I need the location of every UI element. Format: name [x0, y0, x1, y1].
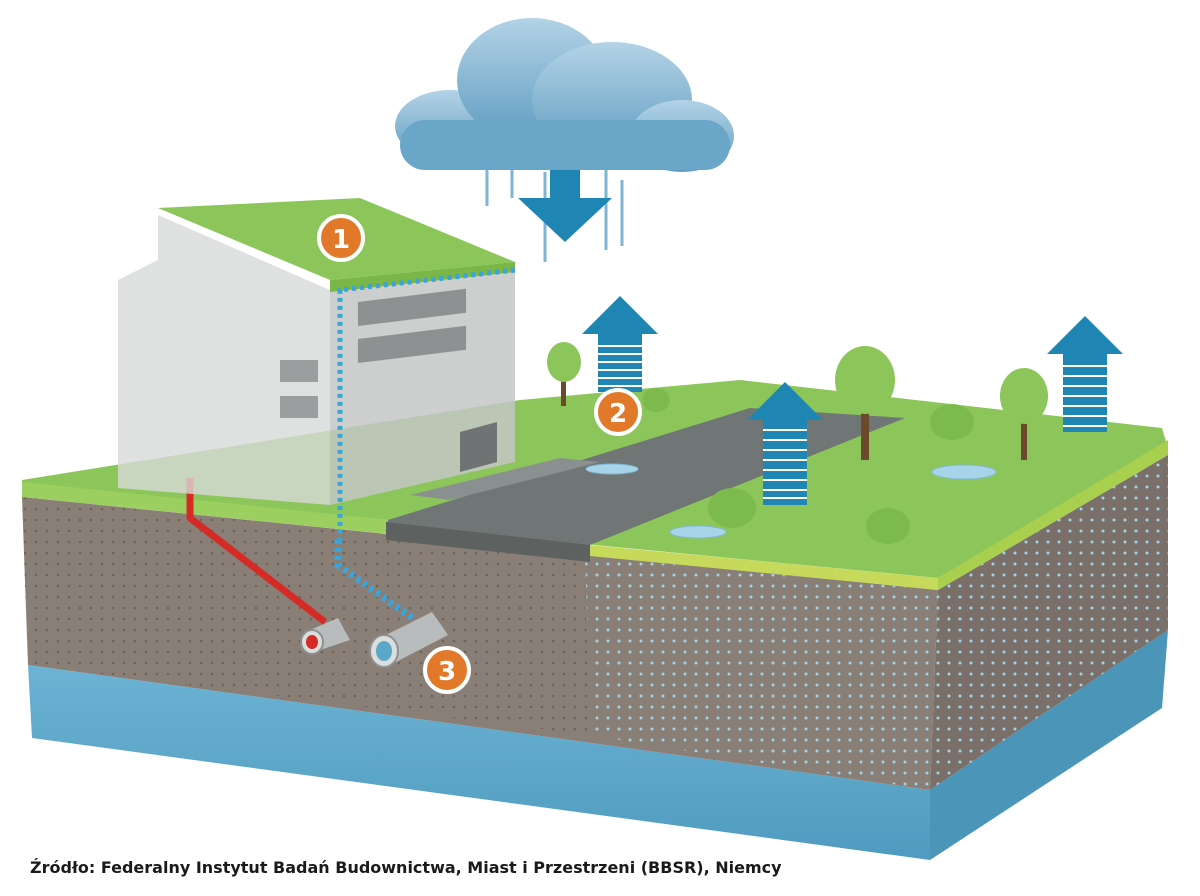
cloud-shape	[395, 18, 734, 172]
window-2	[358, 325, 466, 364]
source-caption: Źródło: Federalny Instytut Badań Budowni…	[30, 858, 782, 877]
grass-edge-front	[22, 482, 390, 534]
rain-arrow	[518, 150, 612, 242]
driveway	[410, 458, 600, 500]
grass-edge-right	[590, 545, 938, 590]
marker-1-label: 1	[332, 225, 350, 255]
bush-3	[708, 488, 756, 528]
marker-3-label: 3	[438, 657, 456, 687]
marker-2-label: 2	[609, 399, 627, 429]
puddle-1	[585, 463, 639, 475]
bush-4	[866, 508, 910, 544]
vegetation	[547, 342, 1048, 544]
groundwater-layer-front	[28, 665, 930, 860]
grass-edge-side	[938, 440, 1168, 590]
evaporation-arrows	[582, 296, 1123, 505]
groundwater-layer-side	[930, 630, 1168, 860]
ground-block	[22, 380, 1168, 860]
evaporation-arrow-1	[582, 296, 658, 392]
evaporation-arrow-3	[1047, 316, 1123, 432]
soil-layer-side-infiltration	[930, 455, 1168, 790]
window-side-2	[280, 396, 318, 418]
tree-3	[1000, 368, 1048, 460]
marker-1: 1	[317, 214, 365, 262]
rainwater-pipe-line	[334, 540, 415, 621]
bush-2	[930, 404, 974, 440]
tree-1	[547, 342, 581, 406]
window-1	[358, 288, 466, 327]
rain-cloud	[395, 18, 734, 262]
bush-1	[642, 388, 670, 412]
soil-layer-front-infiltration	[585, 556, 938, 790]
window-side-1	[280, 360, 318, 382]
road-side	[386, 522, 590, 562]
marker-2: 2	[594, 388, 642, 436]
wastewater-pipe	[300, 618, 350, 655]
puddle-3	[669, 525, 727, 539]
building-side-wall	[118, 215, 330, 505]
rainwater-pipe	[369, 612, 448, 668]
building-door	[460, 422, 497, 472]
evaporation-arrow-2	[747, 382, 823, 505]
tree-2	[835, 346, 895, 460]
puddle-2	[931, 464, 997, 480]
building	[118, 198, 516, 545]
downpipe	[337, 267, 516, 545]
marker-3: 3	[423, 646, 471, 694]
